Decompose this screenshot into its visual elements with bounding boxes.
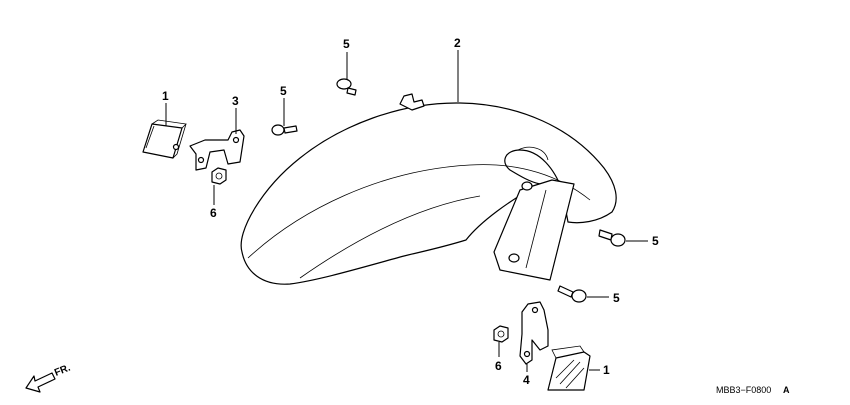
reflector-left: [142, 119, 187, 159]
bolt-c: [598, 229, 626, 247]
callout-fender: 2: [454, 36, 461, 50]
drawing-code: MBB3−F0800: [716, 385, 771, 395]
callout-bolt-c: 5: [652, 234, 659, 248]
reflector-right: [547, 345, 591, 391]
drawing-code-suffix: A: [783, 385, 790, 395]
bolt-d: [557, 285, 587, 303]
callout-bolt-b: 5: [343, 37, 350, 51]
callout-bolt-a: 5: [280, 84, 287, 98]
nut-left: [211, 167, 227, 185]
callout-reflector-left: 1: [162, 89, 169, 103]
front-direction-arrow: FR.: [25, 362, 72, 393]
callout-bracket-left: 3: [232, 94, 239, 108]
callout-bracket-right: 4: [523, 373, 530, 387]
front-direction-label: FR.: [53, 362, 72, 378]
front-fender: [240, 93, 617, 285]
callout-nut-right: 6: [495, 359, 502, 373]
callout-bolt-d: 5: [613, 291, 620, 305]
bolt-a: [271, 124, 298, 136]
callout-nut-left: 6: [210, 206, 217, 220]
callout-reflector-right: 1: [603, 363, 610, 377]
nut-right: [493, 325, 509, 343]
bracket-right: [519, 301, 549, 365]
bracket-left: [189, 129, 245, 171]
leader-lines: [165, 50, 648, 372]
bolt-b: [336, 78, 357, 96]
